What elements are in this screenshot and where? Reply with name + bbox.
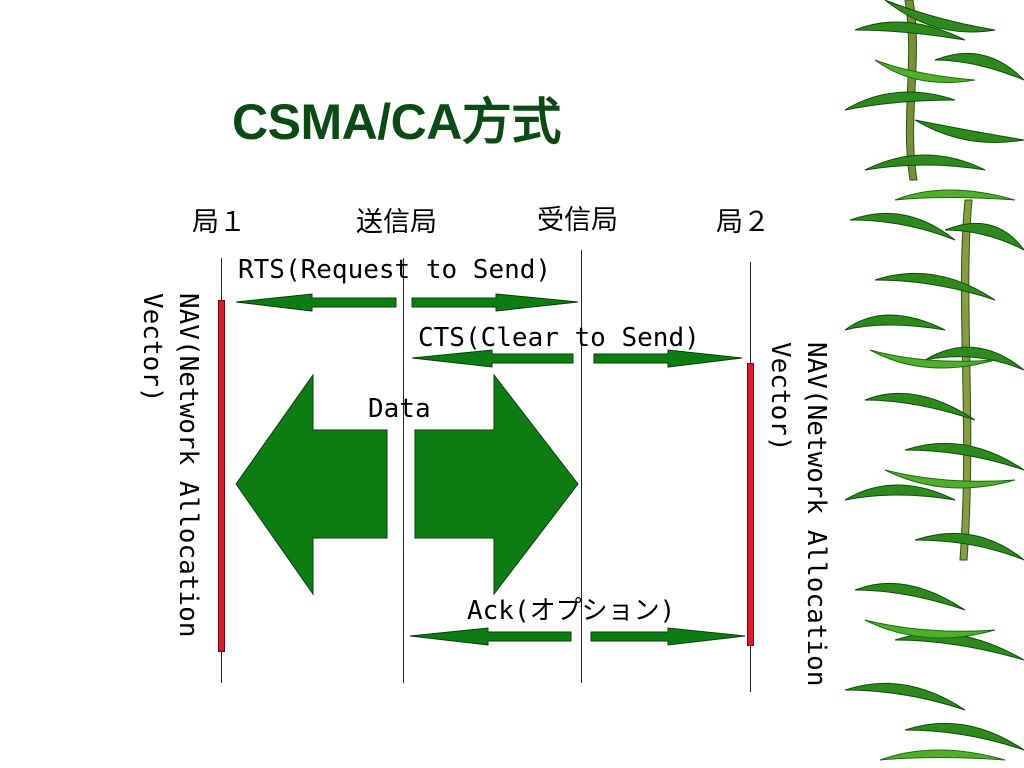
rts-arrow-right <box>411 293 579 312</box>
cts-arrow-right <box>593 349 743 368</box>
data-arrow-right <box>414 373 579 596</box>
nav-bar-station-2 <box>747 363 754 646</box>
nav-label-station-1-line1: NAV(Network Allocation <box>173 293 203 638</box>
ack-arrow-right <box>590 627 746 646</box>
cts-label: CTS(Clear to Send) <box>418 323 700 353</box>
receiver-timeline <box>581 250 582 683</box>
rts-label: RTS(Request to Send) <box>238 255 552 285</box>
sender-timeline <box>403 258 404 683</box>
rts-arrow-left <box>235 293 397 312</box>
cts-arrow-left <box>411 349 574 368</box>
data-label: Data <box>368 394 431 424</box>
slide-title: CSMA/CA方式 <box>232 94 561 150</box>
data-arrow-left <box>235 373 388 596</box>
nav-label-station-1-line2: Vector) <box>137 293 167 403</box>
nav-label-station-2: NAV(Network Allocation Vector) <box>762 342 834 686</box>
station-2-label: 局２ <box>716 207 770 238</box>
nav-label-station-1: NAV(Network Allocation Vector) <box>134 293 206 637</box>
sender-station-label: 送信局 <box>356 207 437 238</box>
nav-label-station-2-line1: NAV(Network Allocation <box>801 342 831 687</box>
nav-label-station-2-line2: Vector) <box>765 342 795 452</box>
station-1-label: 局１ <box>192 207 246 238</box>
receiver-station-label: 受信局 <box>537 205 618 236</box>
ack-label: Ack(オプション) <box>467 596 676 626</box>
nav-bar-station-1 <box>218 300 225 652</box>
bamboo-leaves-decoration <box>845 0 1024 761</box>
ack-arrow-left <box>409 627 572 646</box>
